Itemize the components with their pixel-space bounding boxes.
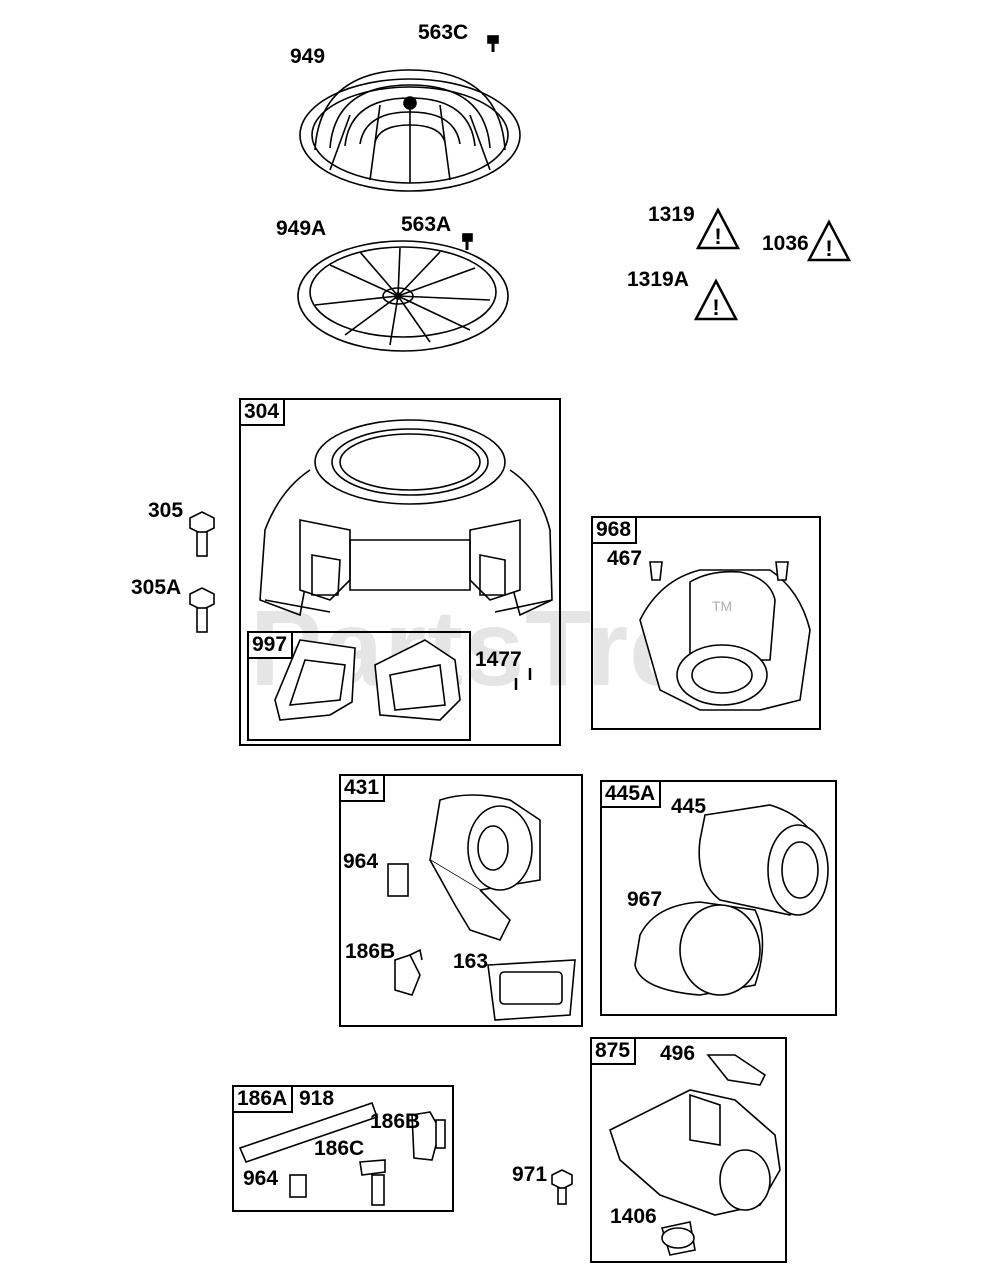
label-186b-b: 186B [370, 1110, 421, 1133]
label-1319a: 1319A [627, 268, 689, 291]
label-918: 918 [299, 1087, 335, 1110]
box-445a-tag: 445A [602, 782, 662, 808]
box-186a: 186A [232, 1085, 454, 1212]
svg-text:!: ! [825, 236, 832, 261]
box-997-tag: 997 [249, 633, 294, 659]
label-305: 305 [148, 499, 184, 522]
box-445a: 445A [600, 780, 837, 1016]
label-1036: 1036 [762, 232, 809, 255]
label-305a: 305A [131, 576, 182, 599]
label-1319: 1319 [648, 203, 695, 226]
box-875-tag: 875 [592, 1039, 637, 1065]
label-563c: 563C [418, 21, 469, 44]
box-968-tag: 968 [593, 518, 638, 544]
box-431: 431 [339, 774, 583, 1027]
label-964-a: 964 [343, 850, 379, 873]
box-875: 875 [590, 1037, 787, 1263]
label-971: 971 [512, 1163, 548, 1186]
box-968: 968 [591, 516, 821, 730]
label-563a: 563A [401, 213, 452, 236]
box-304: 304 [239, 398, 561, 746]
label-949: 949 [290, 45, 326, 68]
label-445: 445 [671, 795, 707, 818]
svg-text:!: ! [714, 224, 721, 249]
label-967: 967 [627, 888, 663, 911]
label-964-b: 964 [243, 1167, 279, 1190]
svg-text:!: ! [712, 295, 719, 320]
label-1406: 1406 [610, 1205, 657, 1228]
box-997: 997 [247, 631, 471, 741]
label-467: 467 [607, 547, 643, 570]
trademark: TM [712, 598, 733, 614]
box-431-tag: 431 [341, 776, 386, 802]
box-186a-tag: 186A [234, 1087, 294, 1113]
box-304-tag: 304 [241, 400, 286, 426]
label-186b-a: 186B [345, 940, 396, 963]
label-949a: 949A [276, 217, 327, 240]
label-163: 163 [453, 950, 489, 973]
label-186c: 186C [314, 1137, 365, 1160]
label-1477: 1477 [475, 648, 522, 671]
label-496: 496 [660, 1042, 696, 1065]
